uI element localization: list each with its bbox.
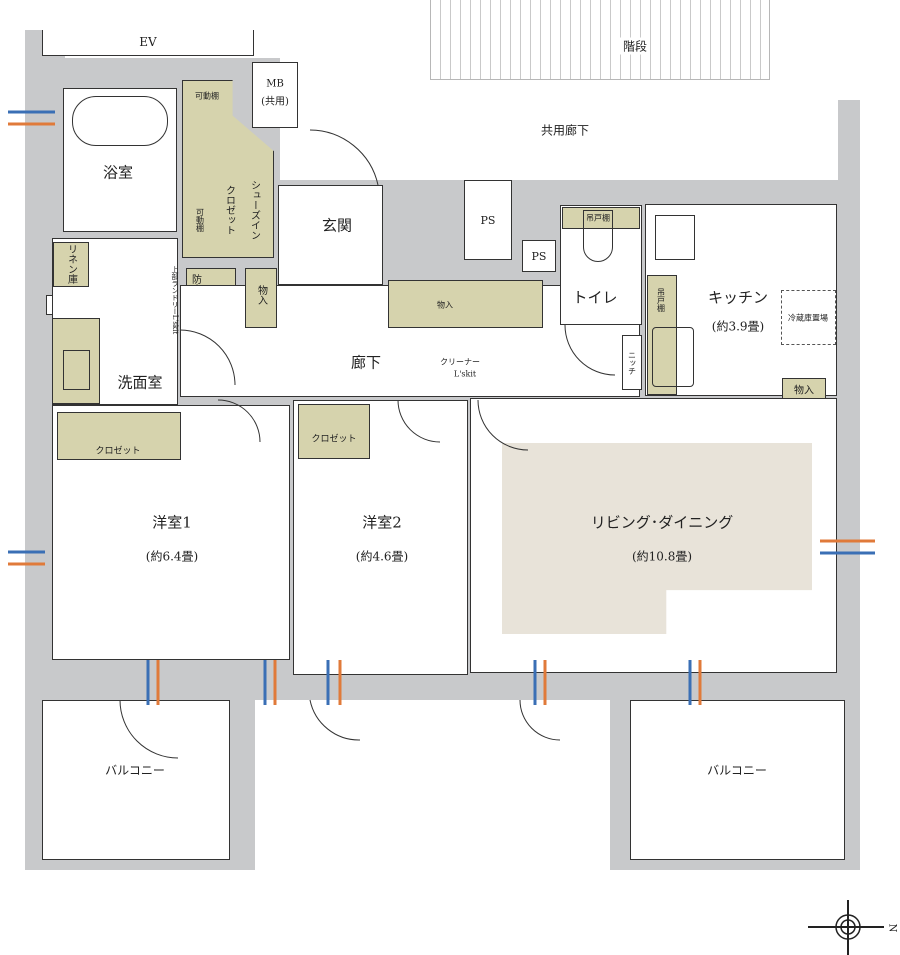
balcony-label: バルコニー — [105, 763, 165, 778]
closet-label: クロゼット — [223, 185, 235, 235]
common-corridor-label: 共用廊下 — [540, 123, 590, 138]
bathtub-icon — [72, 96, 168, 146]
toilet-label: トイレ — [572, 288, 618, 307]
kitchen-size-label: (約3.9畳) — [711, 319, 765, 334]
stairs-label: 階段 — [619, 37, 651, 55]
hallway-label: 廊下 — [350, 353, 382, 372]
ps-label: PS — [480, 213, 496, 227]
fridge-space — [781, 290, 836, 345]
linen-label: リネン庫 — [65, 244, 77, 284]
cleaner-sub-label: L'skit — [453, 369, 477, 379]
kitchen-label: キッチン — [707, 288, 769, 307]
balcony-label: バルコニー — [707, 763, 767, 778]
closet-label: クロゼット — [95, 446, 141, 457]
north-label: N — [886, 923, 898, 933]
storage-label: 物入 — [255, 285, 267, 305]
room2-size-label: (約4.6畳) — [355, 549, 409, 564]
entrance — [278, 185, 383, 285]
room1-size-label: (約6.4畳) — [145, 549, 199, 564]
pipe-space: PS — [522, 240, 556, 272]
pipe-space: PS — [464, 180, 512, 260]
niche: ニッチ — [622, 335, 642, 390]
living-label: リビング･ダイニング — [590, 513, 734, 532]
storage-hall — [388, 280, 543, 328]
laundry-upper-label: 上部ランドリーL'skit — [171, 265, 179, 335]
mb-sub-label: (共用) — [261, 96, 289, 108]
balcony-1 — [42, 700, 230, 860]
closet-label: クロゼット — [311, 434, 357, 445]
toilet-icon — [583, 210, 613, 262]
movable-shelf-label: 可動棚 — [195, 91, 219, 101]
exterior-gap — [255, 700, 610, 955]
gas-stove-icon — [655, 215, 695, 260]
elevator — [42, 30, 254, 56]
storage-label: 物入 — [437, 300, 453, 310]
sink-icon — [652, 327, 694, 387]
kitchen — [645, 204, 837, 396]
closet-2 — [298, 404, 370, 459]
closet-1 — [57, 412, 181, 460]
washroom-label: 洗面室 — [117, 373, 163, 392]
linen-storage — [53, 242, 89, 287]
movable-shelf-label: 可動棚 — [195, 208, 205, 232]
storage-hall-small — [245, 268, 277, 328]
meter-box — [252, 62, 298, 128]
common-corridor — [282, 30, 838, 180]
bath-label: 浴室 — [102, 163, 134, 182]
wall-right — [838, 100, 860, 870]
fridge-label: 冷蔵庫置場 — [788, 313, 828, 323]
stairs — [430, 0, 770, 80]
door-swings — [119, 129, 616, 759]
storage-label: 物入 — [794, 385, 814, 397]
compass-rose-icon — [808, 900, 884, 955]
room2-label: 洋室2 — [362, 513, 402, 532]
ps-label: PS — [531, 249, 547, 263]
ev-label: EV — [139, 35, 157, 49]
niche-label: ニッチ — [627, 350, 637, 375]
balcony-2 — [630, 700, 845, 860]
shoes-in-closet-label: シューズイン — [248, 180, 260, 240]
shoes-in-closet — [182, 80, 274, 258]
vent-icon — [8, 110, 875, 705]
mb-label: MB — [266, 78, 284, 90]
cleaner-label: クリーナー — [440, 357, 480, 367]
living-size-label: (約10.8畳) — [631, 549, 693, 564]
sink-icon — [63, 350, 90, 390]
kitchen-shelf-label: 吊戸棚 — [656, 288, 666, 312]
entrance-label: 玄関 — [321, 216, 353, 235]
room1-label: 洋室1 — [152, 513, 192, 532]
